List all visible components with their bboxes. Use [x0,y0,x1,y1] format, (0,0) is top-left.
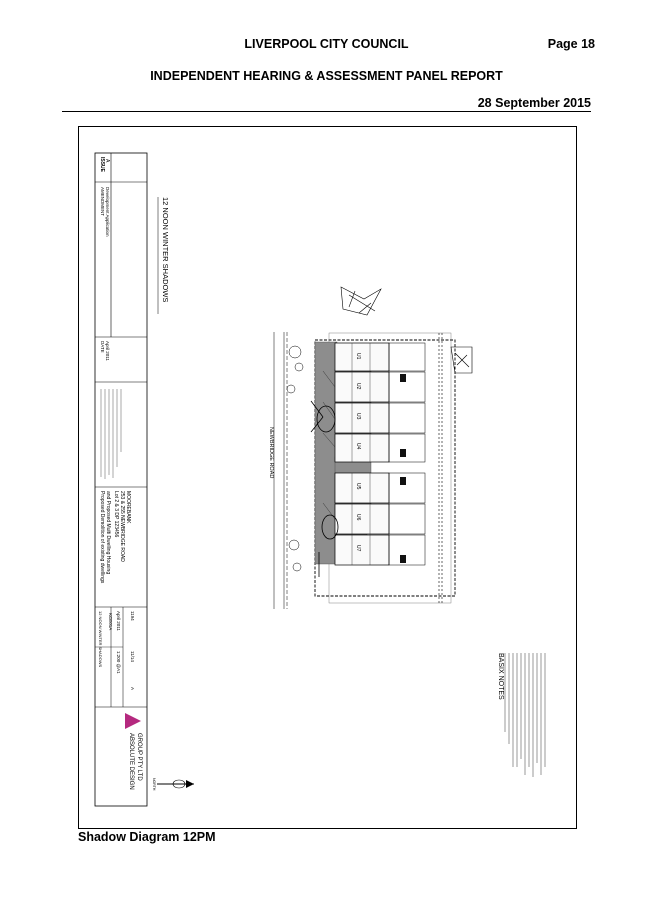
architectural-drawing: ISSUE AMENDMENT DATE A Development Appli… [94,152,546,807]
basix-notes-title: BASIX NOTES [497,653,504,700]
drawing-frame: ISSUE AMENDMENT DATE A Development Appli… [78,126,577,829]
sheet-number: 1194 [130,611,135,621]
unit-label-3: U3 [355,413,361,420]
unit-label-5: U5 [355,483,361,490]
firm-logo-icon [125,713,141,729]
unit-label-2: U2 [355,383,361,390]
revision-letter: A [130,687,135,690]
project-line-2: and Proposed Multi Dwelling Housing [105,491,111,574]
fine-print-block [100,389,122,479]
basix-notes-text [504,653,546,777]
north-label: NORTH [152,778,156,791]
road-label: NEWBRIDGE ROAD [268,427,274,478]
firm-name-line-2: GROUP PTY LTD [136,733,142,781]
drawing-title-cell: 12 NOON WINTER SHADOWS [98,611,103,668]
driveway [310,400,339,577]
figure-caption: Shadow Diagram 12PM [78,830,216,844]
sheet-title: 12 NOON WINTER SHADOWS [161,197,170,302]
project-line-5: MOOREBANK [125,491,131,524]
report-title: INDEPENDENT HEARING & ASSESSMENT PANEL R… [150,69,503,83]
unit-label-6: U6 [355,514,361,521]
scale: 1:200 @A1 [116,651,121,674]
rainwater-tanks [400,374,406,563]
unit-labels: U1 U2 U3 U4 U5 U6 U7 [355,353,361,552]
job-number: KCE01A [108,613,113,630]
unit-label-7: U7 [355,545,361,552]
council-name: LIVERPOOL CITY COUNCIL [244,37,409,51]
sheet-total: 11/14 [130,651,135,662]
project-line-3: Lot 2 & 3 DP 123456 [113,491,119,538]
dwelling-units [334,342,390,566]
trees [286,345,304,572]
north-arrow-icon: NORTH [152,778,194,791]
internal-walls [322,343,371,565]
table-header-issue: ISSUE [99,157,105,173]
unit-label-1: U1 [355,353,361,360]
header-rule [62,111,591,112]
table-header-amendment: AMENDMENT [100,187,105,216]
key-plan [340,286,382,316]
issue-date: April 2011 [116,611,121,631]
firm-name-line-1: ABSOLUTE DESIGN [128,733,134,790]
page-number: Page 18 [547,37,595,51]
project-line-1: Proposed Demolition of existing dwelling… [99,491,105,584]
project-line-4: 253 & 255 NEWBRIDGE ROAD [119,491,125,562]
rev-date: April 2011 [105,341,110,361]
report-date: 28 September 2015 [477,96,591,110]
private-courtyards [388,342,426,566]
table-header-date: DATE [100,341,105,353]
rev-issue: A [104,159,110,163]
unit-label-4: U4 [355,443,361,450]
title-block: ISSUE AMENDMENT DATE A Development Appli… [94,152,148,807]
rev-amendment: Development Application [105,187,110,237]
adjacent-structure [450,346,473,374]
site-plan: U1 U2 U3 U4 U5 U6 U7 [268,332,456,609]
